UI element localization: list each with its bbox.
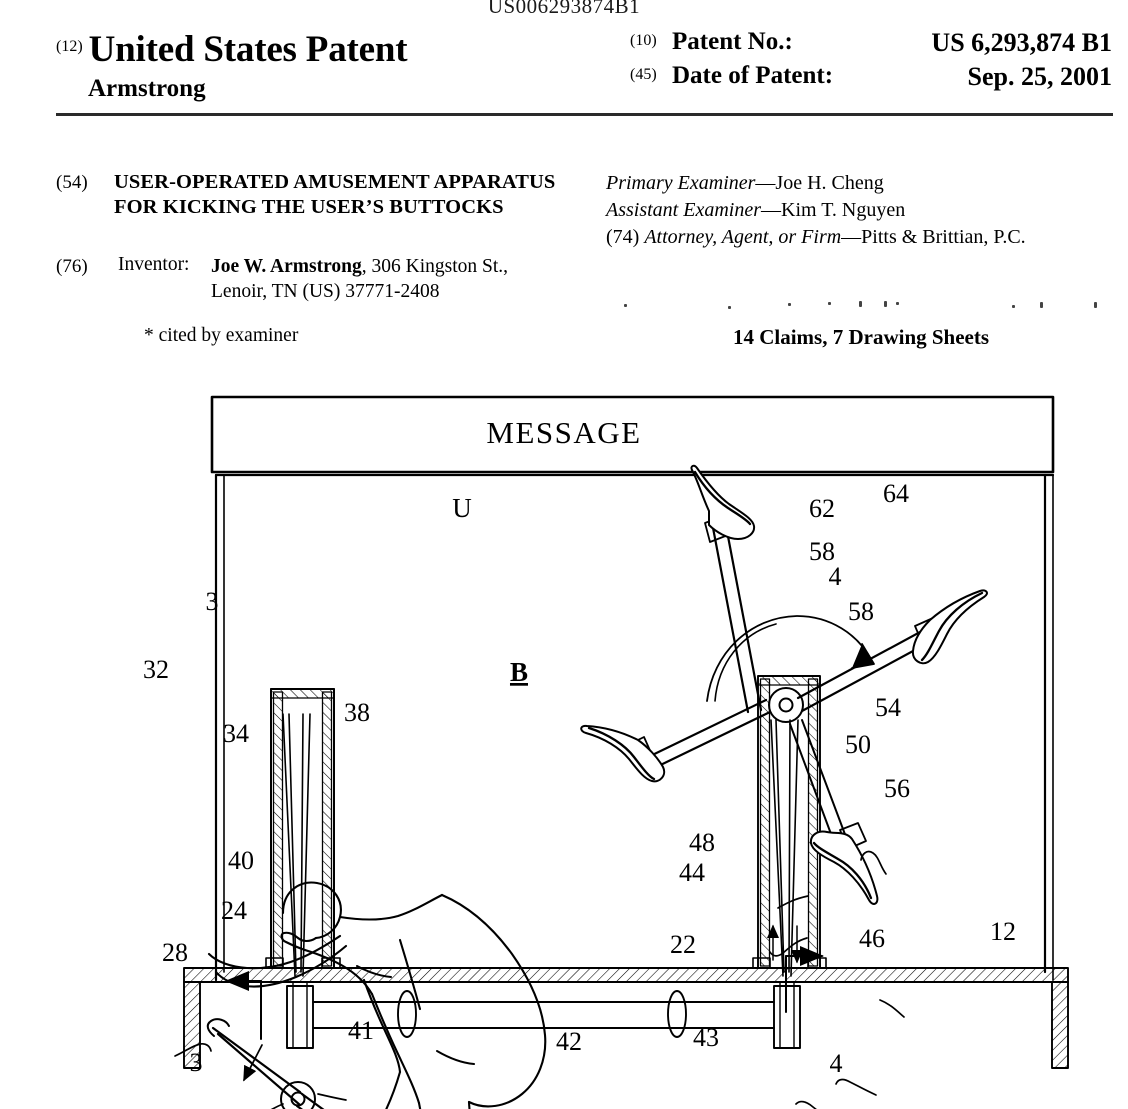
patent-header-right: (10) Patent No.: US 6,293,874 B1 (45) Da… [630,28,1120,96]
patent-number-label: Patent No.: [672,28,793,55]
assistant-examiner-name: Kim T. Nguyen [781,199,906,221]
patent-figure-svg: MESSAGE [143,395,1069,1109]
figure-letter-labels: U B [452,493,528,687]
ref-50: 50 [845,730,871,759]
message-panel-text: MESSAGE [486,415,641,450]
page-title: United States Patent [88,29,408,70]
biblio-right-column: Primary Examiner—Joe H. Cheng Assistant … [606,170,1116,349]
inventor-value: Joe W. Armstrong, 306 Kingston St., Lenoi… [211,254,596,304]
patent-number-value: US 6,293,874 B1 [931,28,1112,57]
ref-42: 42 [556,1027,582,1056]
primary-examiner-name: Joe H. Cheng [775,172,884,194]
ref-38: 38 [344,698,370,727]
patent-number-row: (10) Patent No.: US 6,293,874 B1 [630,28,1120,62]
section-marker-labels: 3 4 3 4 [190,562,843,1078]
platform-deck [183,967,1069,1069]
clipped-text-artifact [616,300,1116,312]
ref-22: 22 [670,930,696,959]
inventor-label: Inventor: [118,254,190,275]
patent-header: (12) United States Patent Armstrong (10) … [0,28,1128,108]
attorney-label: Attorney, Agent, or Firm [644,226,842,248]
ref-58-right: 58 [848,597,874,626]
label-user: U [452,493,472,523]
assistant-examiner-dash: — [761,199,781,221]
inventor-code: (76) [56,256,88,277]
section-marker-4-top: 4 [829,562,842,591]
invention-title-code: (54) [56,172,88,193]
ref-28: 28 [162,938,188,967]
user-figure [207,881,547,1109]
section-marker-4-bottom: 4 [830,1049,843,1078]
ref-48: 48 [689,828,715,857]
ref-62: 62 [809,494,835,523]
right-housing-assembly [752,675,827,1049]
ref-44: 44 [679,858,705,887]
inventor-name: Joe W. Armstrong [211,256,362,277]
left-handlebar-crank [206,1018,325,1109]
patent-barcode-text: US006293874B1 [487,0,641,18]
assistant-examiner-label: Assistant Examiner [606,199,761,221]
section-arrows [225,946,824,1040]
patent-date-value: Sep. 25, 2001 [967,62,1112,91]
ref-54: 54 [875,693,901,722]
cabinet-outer-frame [210,395,1055,982]
ref-46: 46 [859,924,885,953]
patent-date-row: (45) Date of Patent: Sep. 25, 2001 [630,62,1120,96]
applicant-surname: Armstrong [88,75,206,102]
primary-examiner-line: Primary Examiner—Joe H. Cheng [606,170,1116,197]
patent-number-code: (10) [630,32,657,49]
patent-date-label: Date of Patent: [672,62,834,89]
section-marker-3-bottom: 3 [190,1048,203,1077]
office-code-number: (12) [56,38,83,55]
inventor-field: (76) Inventor: Joe W. Armstrong, 306 Kin… [56,254,596,304]
patent-header-left: (12) United States Patent [56,28,408,71]
attorney-code: (74) [606,226,640,248]
ref-34: 34 [223,719,249,748]
ref-43: 43 [693,1023,719,1052]
inventor-address-line1: , 306 Kingston St., [361,256,509,277]
primary-examiner-dash: — [755,172,776,194]
leader-lines [174,850,905,1109]
ref-56: 56 [884,774,910,803]
cited-by-examiner-note: * cited by examiner [144,325,299,346]
ref-40: 40 [228,846,254,875]
patent-figure: MESSAGE [0,380,1128,1109]
reference-numeral-group: 64 62 58 58 32 38 34 54 50 56 48 44 40 2… [143,479,1016,1056]
claims-and-sheets-summary: 14 Claims, 7 Drawing Sheets [732,325,990,349]
ref-64: 64 [883,479,909,508]
inventor-address-line2: Lenoir, TN (US) 37771-2408 [211,281,440,302]
primary-examiner-label: Primary Examiner [606,172,756,194]
attorney-dash: — [841,226,862,248]
label-buttocks: B [510,657,528,687]
ref-32: 32 [143,655,169,684]
ref-58-upper: 58 [809,537,835,566]
invention-title-field: (54) USER-OPERATED AMUSEMENT APPARATUS F… [56,170,596,220]
ref-24: 24 [221,896,247,925]
biblio-left-column: (54) USER-OPERATED AMUSEMENT APPARATUS F… [56,170,596,346]
kicking-leg-assembly [580,464,988,905]
invention-title-text: USER-OPERATED AMUSEMENT APPARATUS FOR KI… [114,171,556,218]
patent-date-code: (45) [630,66,657,83]
attorney-line: (74) Attorney, Agent, or Firm—Pitts & Br… [606,224,1116,251]
header-divider [56,113,1113,116]
section-marker-3-top: 3 [206,587,219,616]
ref-12: 12 [990,917,1016,946]
ref-41: 41 [348,1016,374,1045]
assistant-examiner-line: Assistant Examiner—Kim T. Nguyen [606,197,1116,224]
left-housing-assembly [265,688,341,1109]
attorney-name: Pitts & Brittian, P.C. [861,226,1026,248]
